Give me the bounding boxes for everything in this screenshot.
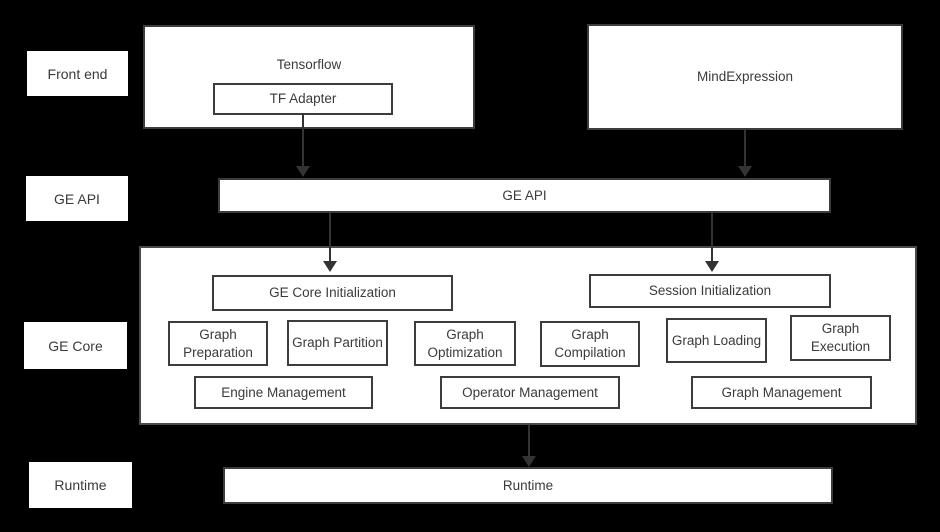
graph-partition-box: Graph Partition [287,320,388,366]
graph-loading-box: Graph Loading [666,318,767,363]
layer-label-ge-api: GE API [26,176,128,221]
arrow-ge-api-to-ge-core-initialization [323,213,337,272]
graph-preparation-box: Graph Preparation [168,321,268,366]
operator-management-box: Operator Management [440,376,620,409]
layer-label-runtime: Runtime [29,462,132,508]
graph-management-box: Graph Management [691,376,872,409]
engine-management-box: Engine Management [194,376,373,409]
ge-core-initialization-box: GE Core Initialization [212,275,453,311]
graph-optimization-box: Graph Optimization [414,321,516,366]
tensorflow-label: Tensorflow [276,57,342,72]
tf-adapter-box: TF Adapter [213,83,393,115]
arrow-ge-core-to-runtime [522,425,536,467]
tensorflow-box: Tensorflow TF Adapter [143,25,475,129]
layer-label-ge-core: GE Core [24,322,127,369]
arrow-mindexpression-to-ge-api [738,130,752,177]
graph-compilation-box: Graph Compilation [540,321,640,367]
ge-api-bar: GE API [218,178,831,213]
mindexpression-box: MindExpression [587,24,903,130]
arrow-tf-adapter-to-ge-api [296,113,310,177]
session-initialization-box: Session Initialization [589,274,831,308]
layer-label-front-end: Front end [27,51,128,96]
runtime-bar: Runtime [223,467,833,504]
arrow-ge-api-to-session-initialization [705,213,719,272]
graph-execution-box: Graph Execution [790,315,891,361]
ge-core-box: GE Core Initialization Session Initializ… [139,246,917,425]
